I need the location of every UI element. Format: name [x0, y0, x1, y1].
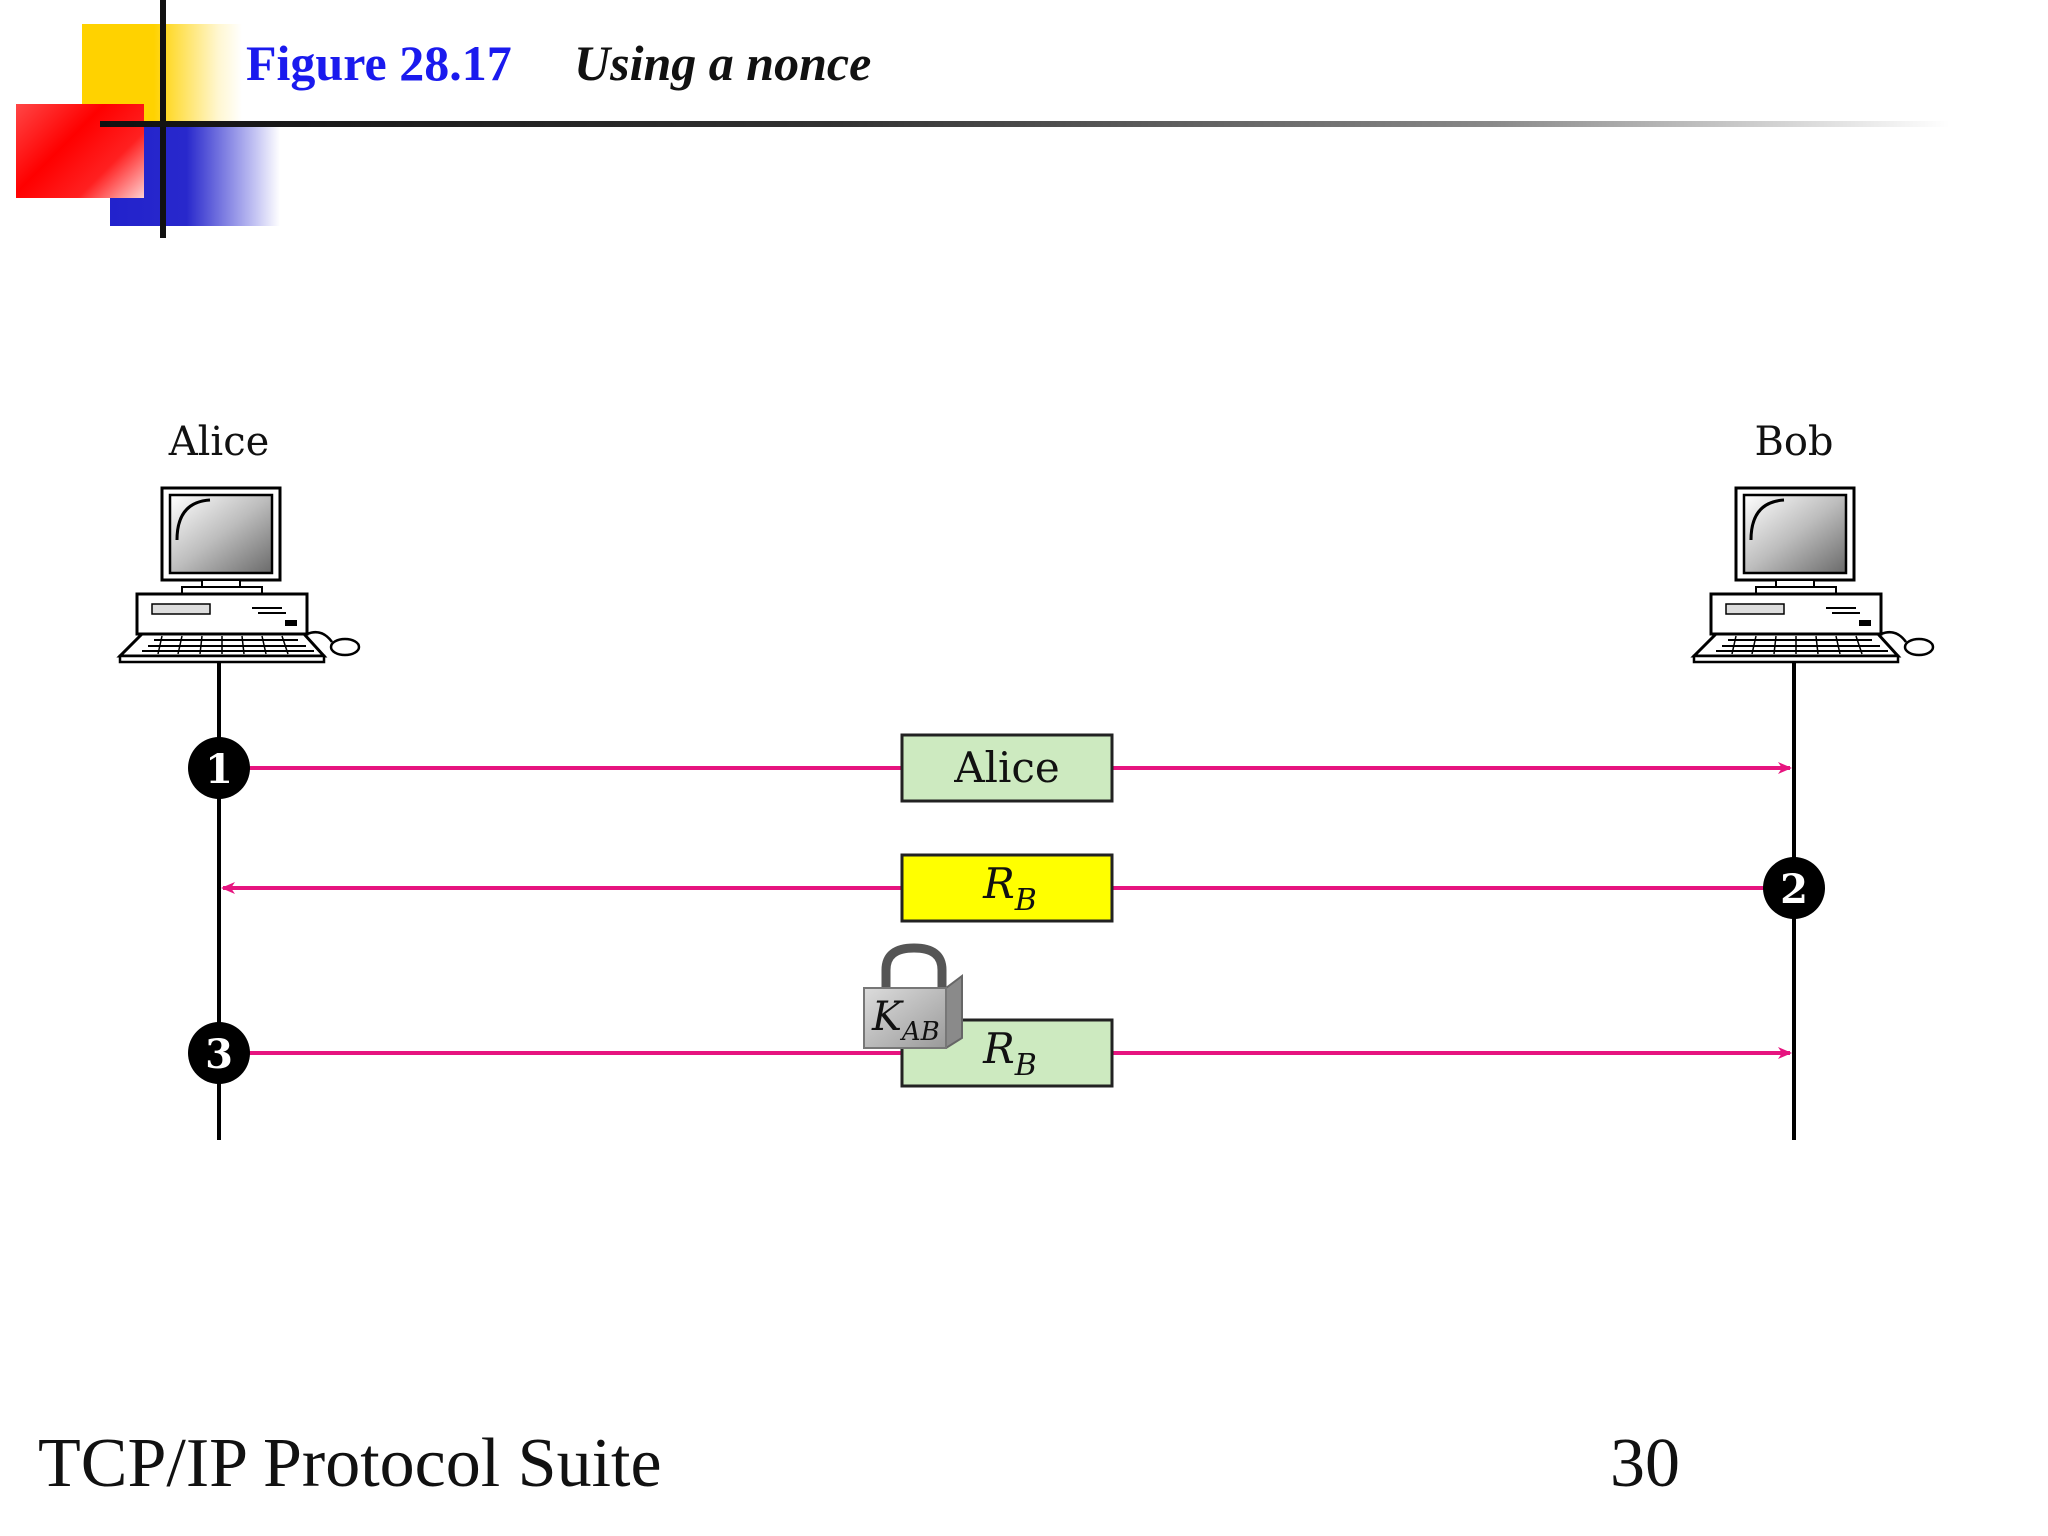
step-3-message-text: RB — [982, 1024, 1037, 1083]
page-number: 30 — [1610, 1425, 1680, 1502]
header-red-square — [16, 104, 144, 198]
step-1-badge — [188, 737, 250, 799]
step-1-number: 1 — [205, 746, 233, 793]
party-label-alice: Alice — [168, 419, 270, 465]
computer-icon — [118, 486, 361, 664]
step-2-message-box — [900, 853, 1114, 923]
figure-number: Figure 28.17 — [246, 35, 512, 91]
lock-key-label: KAB — [871, 994, 940, 1047]
step-1-message-text: Alice — [953, 743, 1060, 792]
party-label-bob: Bob — [1754, 419, 1833, 465]
step-2-number: 2 — [1780, 866, 1808, 913]
header-vertical-rule — [160, 0, 166, 238]
step-1-message-box — [900, 733, 1114, 803]
nonce-sequence-diagram: Alice Bob Alice 1 RB 2 RB KAB 3 — [118, 419, 1935, 1140]
step-3-number: 3 — [205, 1031, 233, 1078]
header-horizontal-rule — [100, 121, 1950, 127]
footer-course-title: TCP/IP Protocol Suite — [38, 1425, 662, 1502]
step-3-badge — [188, 1022, 250, 1084]
padlock-icon: KAB — [863, 943, 963, 1049]
computer-icon — [1692, 486, 1935, 664]
figure-title: Using a nonce — [574, 35, 872, 91]
step-2-badge — [1763, 857, 1825, 919]
step-2-message-text: RB — [982, 859, 1037, 918]
